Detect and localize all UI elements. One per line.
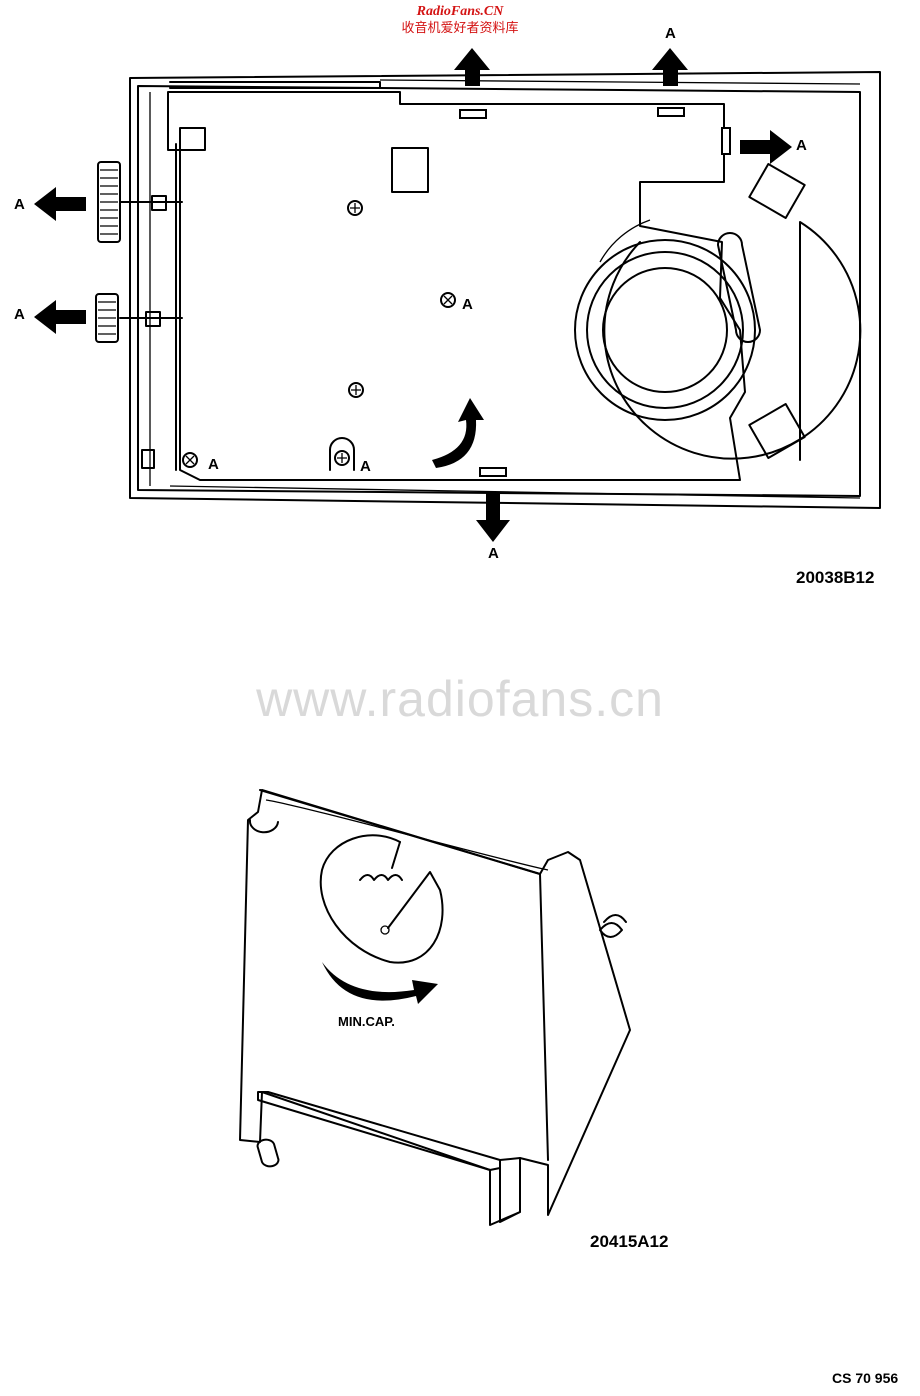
callout-a-left-upper: A <box>14 196 25 213</box>
figure2-code: 20415A12 <box>590 1232 669 1251</box>
circuit-board <box>167 91 746 481</box>
bracket-plate <box>239 789 631 1226</box>
pin <box>256 1138 280 1168</box>
capacitor-dial <box>319 834 444 964</box>
site-header: RadioFans.CN 收音机爱好者资料库 <box>0 0 920 38</box>
callout-a-bottom-left: A <box>208 456 219 473</box>
speaker <box>574 163 862 461</box>
rail-bar <box>257 1091 521 1223</box>
board-component <box>391 147 429 193</box>
arrows-A <box>34 48 792 542</box>
callout-a-left-lower: A <box>14 306 25 323</box>
watermark: www.radiofans.cn <box>256 671 664 727</box>
callout-a-top-right: A <box>665 25 676 42</box>
site-logo[interactable]: RadioFans.CN <box>416 4 504 19</box>
callout-a-center: A <box>462 296 473 313</box>
callout-a-bottom: A <box>488 545 499 562</box>
callout-a-right: A <box>796 137 807 154</box>
spring-coils <box>359 874 627 938</box>
screws <box>182 200 456 468</box>
figure1-code: 20038B12 <box>796 568 875 587</box>
callout-a-bottom-mid: A <box>360 458 371 475</box>
document-reference: CS 70 956 <box>832 1370 899 1386</box>
min-cap-arrow <box>322 962 438 1004</box>
site-subtitle: 收音机爱好者资料库 <box>401 21 519 36</box>
chassis-outline <box>129 71 881 509</box>
left-controls <box>95 161 183 469</box>
min-cap-label: MIN.CAP. <box>338 1014 395 1029</box>
